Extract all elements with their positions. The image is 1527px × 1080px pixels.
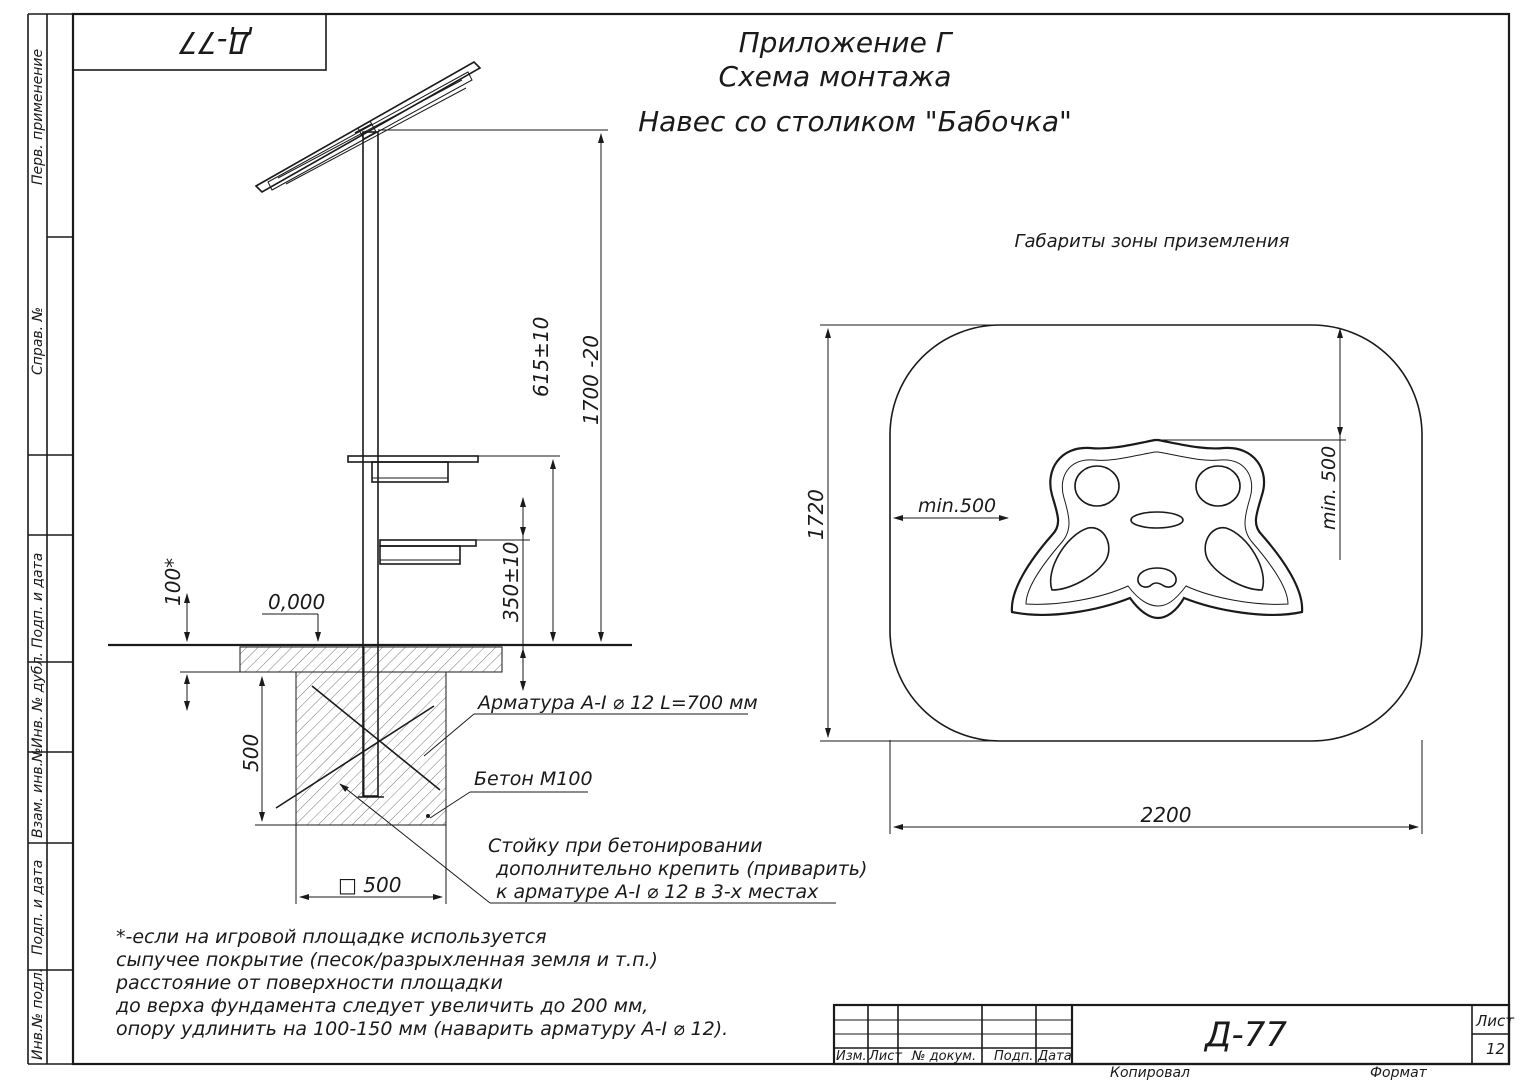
zone-caption: Габариты зоны приземления bbox=[1014, 231, 1289, 252]
side-podp1: Подп. и дата bbox=[30, 553, 46, 648]
canopy bbox=[254, 61, 482, 193]
side-inv-dubl: Инв. № дубл. bbox=[30, 652, 46, 748]
foundation-body bbox=[295, 671, 447, 826]
tb-kopiroval: Копировал bbox=[1110, 1065, 1190, 1080]
tb-data: Дата bbox=[1037, 1049, 1072, 1064]
footnote-line-1: *-если на игровой площадке используется bbox=[116, 926, 547, 948]
dim-min-left: min.500 bbox=[918, 495, 996, 517]
tb-code: Д-77 bbox=[1203, 1015, 1287, 1055]
tb-format: Формат bbox=[1370, 1065, 1428, 1080]
side-sprav: Справ. № bbox=[30, 307, 46, 375]
side-inv-podl: Инв.№ подл. bbox=[30, 968, 46, 1060]
dim-lower: 350±10 bbox=[499, 542, 523, 622]
upper-table bbox=[347, 455, 479, 483]
callout-rebar: Арматура А-I ⌀ 12 L=700 мм bbox=[476, 692, 758, 714]
elevation-view: 1700 -20 615±10 350±10 100* 0,000 500 □ … bbox=[108, 61, 867, 904]
dim-min-top: min. 500 bbox=[1318, 446, 1340, 530]
tb-podp: Подп. bbox=[994, 1049, 1033, 1064]
rebar-1 bbox=[311, 685, 441, 791]
tb-sheet-no: 12 bbox=[1486, 1040, 1505, 1058]
side-podp2: Подп. и дата bbox=[30, 860, 46, 955]
level-label: 0,000 bbox=[268, 590, 325, 614]
dim-base: □ 500 bbox=[338, 873, 401, 897]
rebar-2 bbox=[275, 705, 435, 809]
dim-cover: 100* bbox=[161, 558, 185, 606]
tb-izm: Изм. bbox=[836, 1049, 867, 1064]
title-line3: Навес со столиком "Бабочка" bbox=[638, 105, 1072, 138]
side-vzam: Взам. инв.№ bbox=[30, 747, 46, 838]
footnote-line-2: сыпучее покрытие (песок/разрыхленная зем… bbox=[116, 949, 658, 971]
callout-note-1: Стойку при бетонировании bbox=[488, 835, 762, 857]
footnote-line-4: до верха фундамента следует увеличить до… bbox=[115, 995, 648, 1017]
landing-zone bbox=[889, 324, 1423, 742]
footnote: *-если на игровой площадке используется … bbox=[115, 926, 728, 1040]
butterfly-table bbox=[1010, 438, 1304, 620]
sheet-frame bbox=[71, 12, 1511, 1066]
dim-width: 2200 bbox=[1141, 803, 1192, 827]
plan-view: 2200 1720 min.500 min. 500 bbox=[804, 324, 1423, 834]
lower-table bbox=[379, 539, 477, 565]
top-stamp: Д-77 bbox=[72, 13, 327, 71]
tb-doc: № докум. bbox=[911, 1049, 976, 1064]
side-perv: Перв. применение bbox=[30, 49, 46, 185]
dim-total: 1700 -20 bbox=[579, 335, 603, 425]
title-block: Изм. Лист № докум. Подп. Дата Д-77 Лист … bbox=[832, 1003, 1515, 1080]
foundation-cap bbox=[239, 646, 503, 673]
tb-list: Лист bbox=[868, 1049, 902, 1064]
callout-note-3: к арматуре А-I ⌀ 12 в 3-х местах bbox=[496, 881, 819, 903]
callout-note-2: дополнительно крепить (приварить) bbox=[495, 858, 867, 880]
top-stamp-code: Д-77 bbox=[179, 24, 253, 59]
footnote-line-5: опору удлинить на 100-150 мм (наварить а… bbox=[116, 1018, 728, 1040]
dim-height: 1720 bbox=[804, 489, 828, 540]
dim-upper: 615±10 bbox=[529, 317, 553, 397]
title-line2: Схема монтажа bbox=[719, 60, 952, 93]
dim-depth: 500 bbox=[239, 734, 263, 772]
callout-concrete: Бетон М100 bbox=[474, 768, 593, 790]
note-leader bbox=[339, 783, 491, 904]
footnote-line-3: расстояние от поверхности площадки bbox=[115, 972, 503, 994]
tb-sheet-label: Лист bbox=[1475, 1012, 1515, 1030]
title-line1: Приложение Г bbox=[739, 26, 954, 59]
side-strip: Перв. применение Справ. № Подп. и дата И… bbox=[27, 13, 73, 1065]
